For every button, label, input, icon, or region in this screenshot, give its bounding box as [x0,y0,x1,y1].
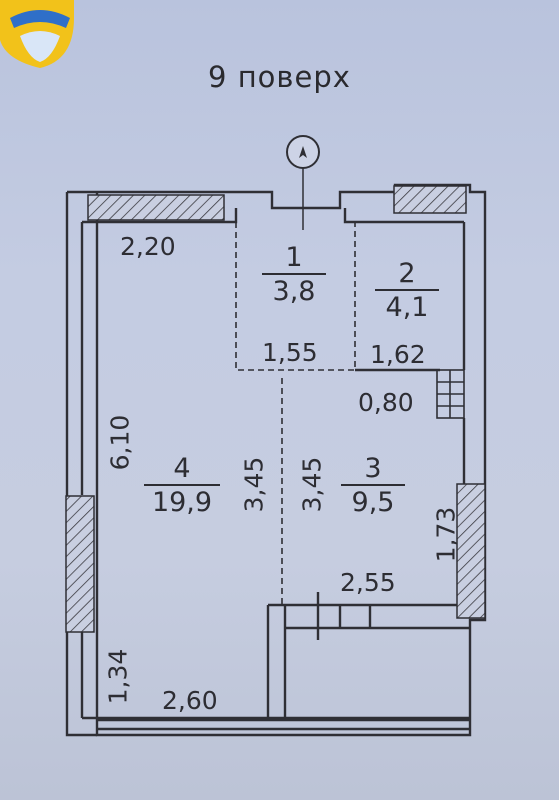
room1-dashed-outline [235,222,356,605]
dim-room1-width: 1,55 [262,338,318,367]
dim-room4-mid-height: 3,45 [239,456,269,513]
dim-balcony-width: 2,55 [340,568,396,597]
room-3-number: 3 [341,454,405,487]
dim-top-left-width: 2,20 [120,232,176,261]
north-arrow-icon [286,135,320,230]
dim-room3-mid-height: 3,45 [297,456,327,513]
dim-room2-width: 1,62 [370,340,426,369]
outer-walls [65,183,487,737]
room-4-area: 19,9 [151,487,213,519]
room-1-label: 1 3,8 [262,243,326,308]
window-hatches [65,185,486,633]
room-1-number: 1 [262,243,326,276]
radiator-icon [436,369,465,419]
room-3-area: 9,5 [351,487,395,519]
dim-bottom-width: 2,60 [162,686,218,715]
room-2-number: 2 [375,259,439,292]
dim-right-height: 1,73 [431,506,461,563]
dim-left-height: 6,10 [105,414,135,471]
room-4-label: 4 19,9 [144,454,220,519]
room-4-number: 4 [144,454,220,487]
company-logo [0,0,74,68]
room-1-area: 3,8 [272,276,316,308]
dim-bottom-left-height: 1,34 [103,648,133,705]
room-2-label: 2 4,1 [375,259,439,324]
room-3-label: 3 9,5 [341,454,405,519]
room-2-area: 4,1 [385,292,429,324]
floor-title: 9 поверх [208,60,351,94]
dim-room2-door: 0,80 [358,388,414,417]
